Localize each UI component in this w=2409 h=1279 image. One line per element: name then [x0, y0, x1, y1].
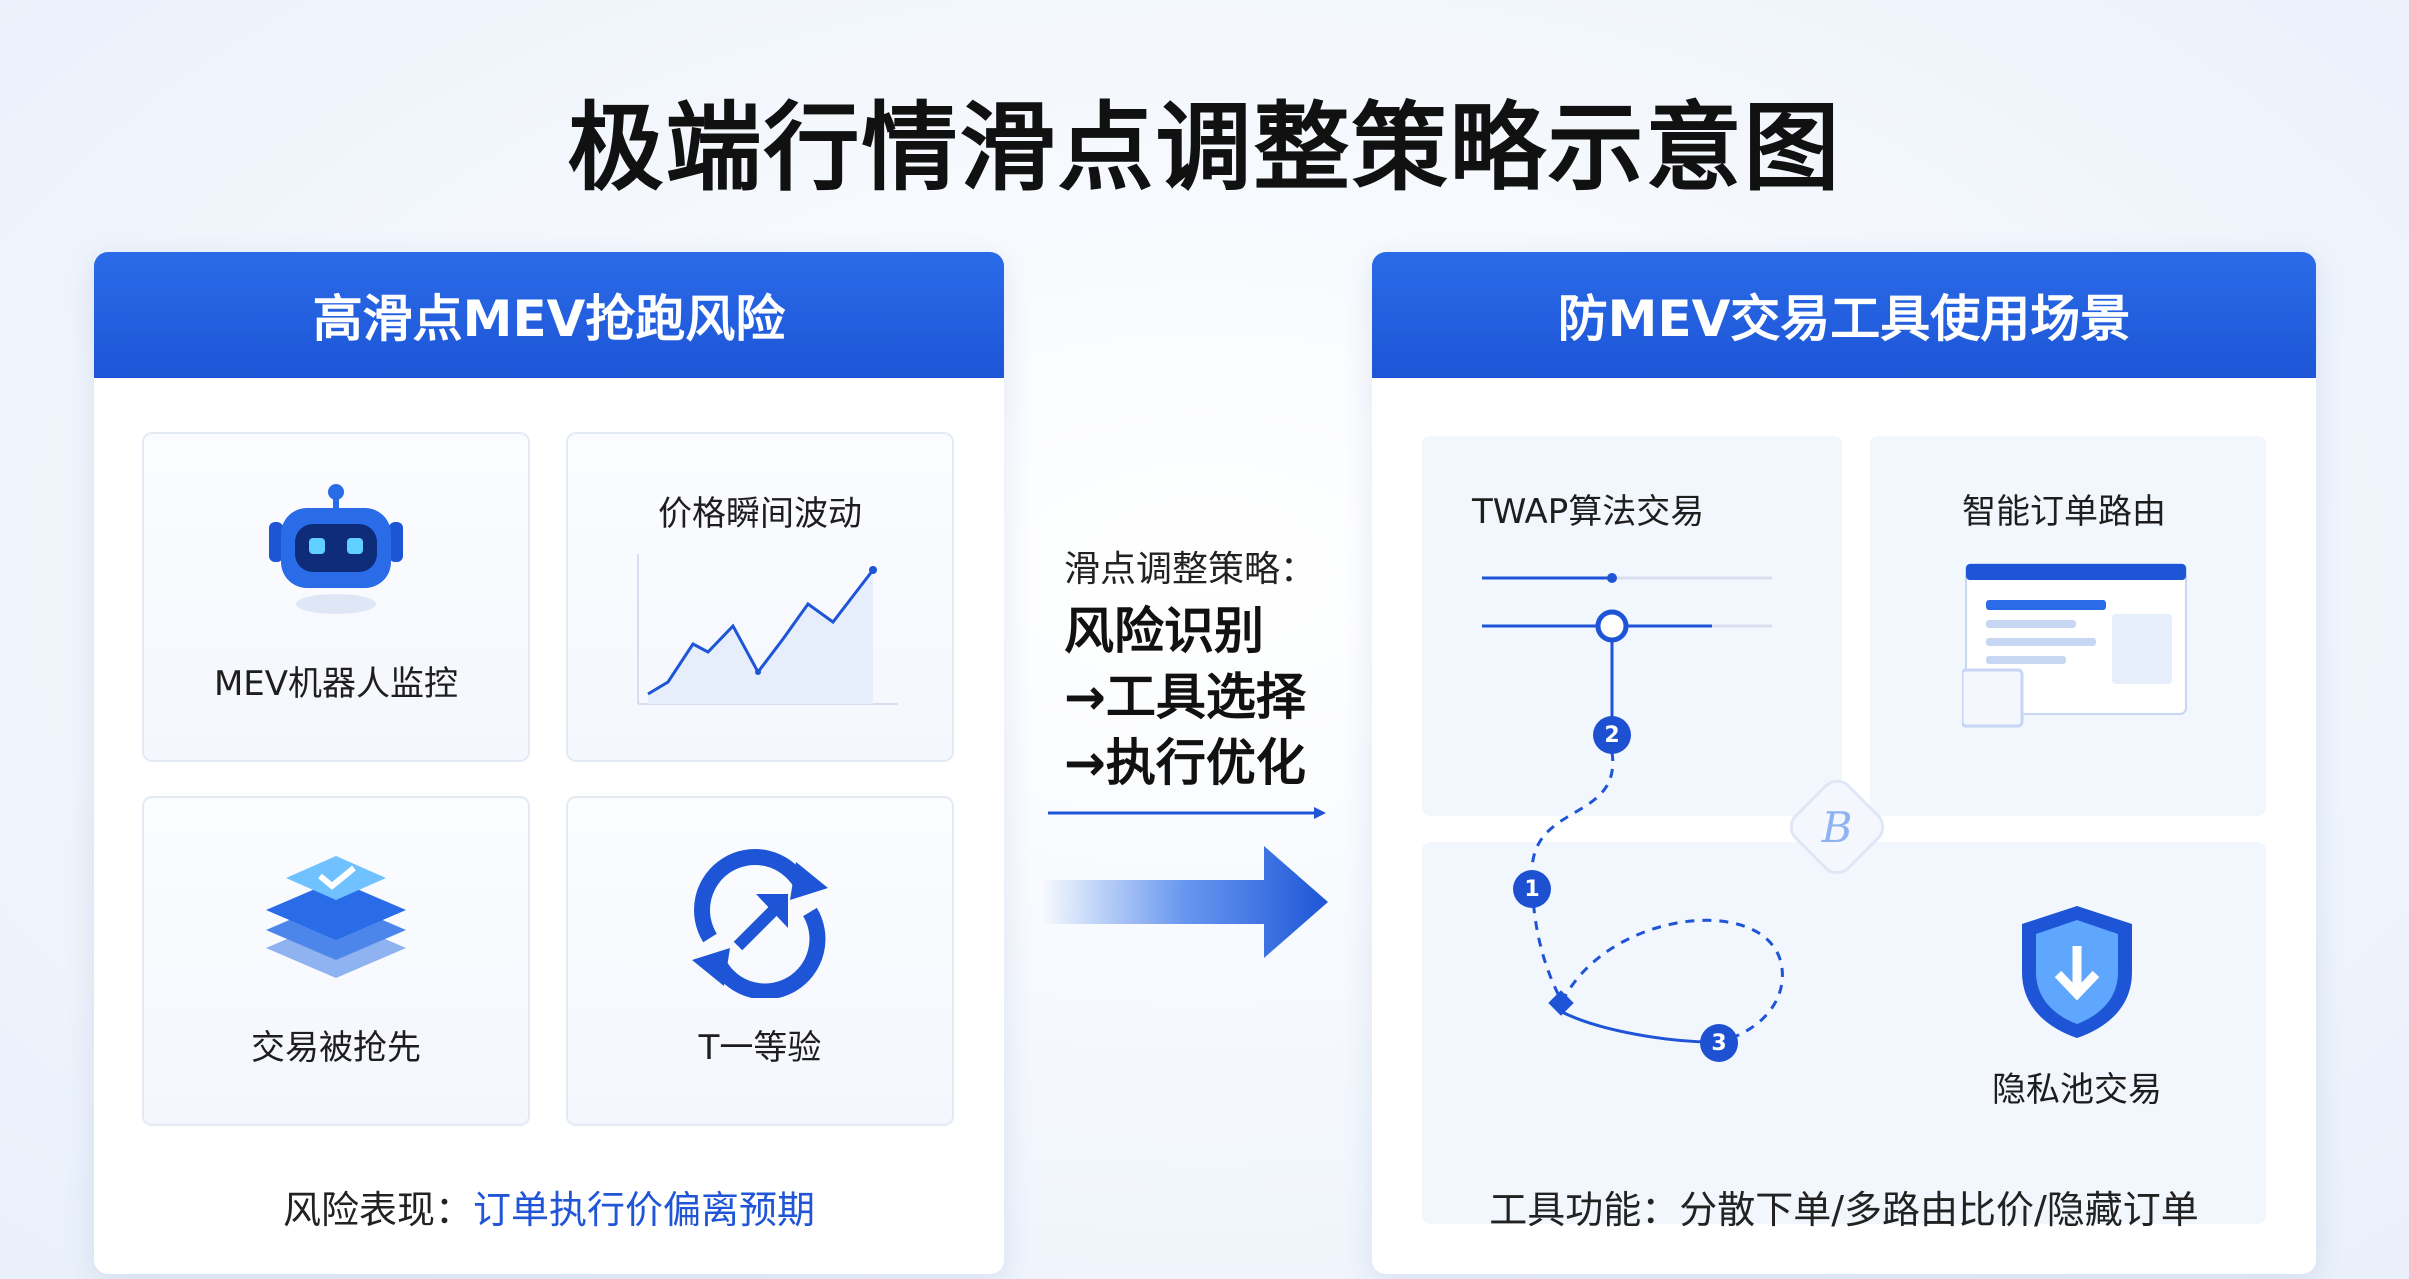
privacy-label: 隐私池交易	[1992, 1070, 2162, 1110]
svg-text:B: B	[1821, 803, 1853, 852]
routing-label: 智能订单路由	[1962, 492, 2166, 532]
anti-mev-header: 防MEV交易工具使用场景	[1372, 252, 2316, 378]
card-mev-bot-label: MEV机器人监控	[213, 664, 459, 704]
route-path	[1530, 642, 1784, 1044]
line-chart-icon	[637, 554, 898, 705]
slider-icon	[1482, 573, 1772, 643]
strategy-step-risk: 风险识别	[1064, 602, 1264, 660]
tools-footer-text: 分散下单/多路由比价/隐藏订单	[1679, 1188, 2199, 1232]
strategy-middle: 滑点调整策略： 风险识别 →工具选择 →执行优化	[1064, 540, 1316, 796]
twap-label: TWAP算法交易	[1472, 492, 1705, 532]
card-front-run: 交易被抢先	[142, 796, 530, 1126]
card-wait-label: T一等验	[698, 1028, 822, 1068]
shield-download-icon	[2022, 906, 2132, 1038]
mev-risk-header: 高滑点MEV抢跑风险	[94, 252, 1004, 378]
anti-mev-panel: 防MEV交易工具使用场景 TWAP算法交易 智能订单路由 隐私池交易 2 1 3	[1372, 252, 2316, 1274]
strategy-step-exec: →执行优化	[1064, 734, 1306, 792]
thin-arrow-icon	[1048, 807, 1326, 819]
big-arrow-icon	[1042, 846, 1328, 958]
tools-footer: 工具功能：分散下单/多路由比价/隐藏订单	[1372, 1179, 2316, 1234]
card-wait: T一等验	[566, 796, 954, 1126]
page-title: 极端行情滑点调整策略示意图	[567, 92, 1842, 204]
layers-icon	[266, 856, 406, 978]
card-front-run-label: 交易被抢先	[251, 1028, 421, 1068]
risk-footer-prefix: 风险表现：	[282, 1188, 473, 1232]
robot-icon	[269, 484, 403, 614]
card-price-swing-label: 价格瞬间波动	[658, 494, 862, 534]
route-step-3: 3	[1700, 1024, 1738, 1062]
b-logo-icon: B	[1789, 779, 1885, 875]
card-mev-bot: MEV机器人监控	[142, 432, 530, 762]
card-price-swing: 价格瞬间波动	[566, 432, 954, 762]
mev-risk-panel: 高滑点MEV抢跑风险 MEV机器人监控 价格瞬间波动	[94, 252, 1004, 1274]
strategy-step-tool: →工具选择	[1064, 668, 1306, 726]
browser-window-icon	[1962, 563, 2187, 728]
refresh-arrows-icon	[692, 849, 828, 998]
zone-privacy	[1422, 842, 2266, 1224]
tools-footer-prefix: 工具功能：	[1489, 1188, 1680, 1232]
strategy-caption: 滑点调整策略：	[1064, 549, 1317, 590]
risk-footer-text: 订单执行价偏离预期	[473, 1188, 816, 1232]
route-step-1: 1	[1513, 870, 1551, 908]
route-step-2: 2	[1593, 716, 1631, 754]
risk-footer: 风险表现：订单执行价偏离预期	[94, 1179, 1004, 1234]
